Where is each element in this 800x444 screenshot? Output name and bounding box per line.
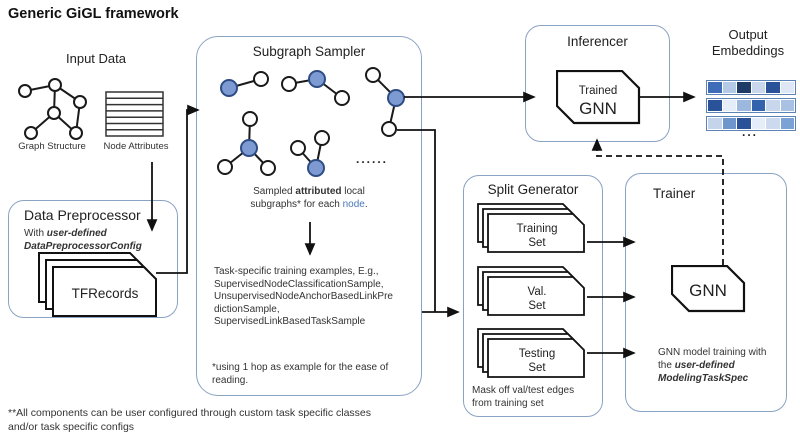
embedding-cell bbox=[737, 118, 751, 129]
example-line: dictionSample, bbox=[214, 303, 280, 315]
embedding-cell bbox=[722, 100, 736, 111]
trained-label: Trained bbox=[579, 85, 618, 97]
trainer-desc-the: the bbox=[658, 360, 675, 371]
embedding-row bbox=[706, 116, 796, 131]
trainer-description: GNN model training with the user-defined… bbox=[658, 346, 766, 385]
preprocessor-user-defined: user-defined bbox=[46, 228, 107, 239]
val-set-label2: Set bbox=[528, 300, 546, 312]
output-title-line1: Output bbox=[728, 27, 768, 42]
trainer-title: Trainer bbox=[653, 186, 696, 201]
preprocessor-config-name: DataPreprocessorConfig bbox=[24, 240, 142, 252]
caption-bold: attributed bbox=[295, 186, 342, 197]
trainer-modeling-task-spec: ModelingTaskSpec bbox=[658, 373, 749, 384]
card-front bbox=[52, 266, 157, 317]
embedding-cell bbox=[751, 100, 765, 111]
trainer-desc-line2: the user-defined bbox=[658, 359, 766, 372]
output-ellipsis: ... bbox=[741, 125, 758, 139]
split-caption-line2: from training set bbox=[472, 397, 544, 409]
example-line: SupervisedNodeClassificationSample, bbox=[214, 278, 384, 290]
input-data-title: Input Data bbox=[66, 51, 126, 66]
sampler-footnote-line1: *using 1 hop as example for the ease of bbox=[212, 362, 389, 373]
trained-gnn-label: GNN bbox=[579, 99, 617, 118]
sampler-footnote: *using 1 hop as example for the ease of … bbox=[212, 362, 388, 387]
subgraph-sampler-box bbox=[196, 36, 422, 396]
testing-set-stack: Testing Set bbox=[477, 328, 585, 378]
split-caption-line1: Mask off val/test edges bbox=[472, 385, 575, 396]
gnn-label: GNN bbox=[689, 281, 727, 300]
output-embeddings-title: Output Embeddings bbox=[700, 27, 796, 59]
caption-pre: Sampled bbox=[253, 186, 296, 197]
embedding-cell bbox=[737, 100, 751, 111]
embedding-cell bbox=[766, 118, 780, 129]
data-preprocessor-title: Data Preprocessor bbox=[24, 207, 141, 223]
footnote-line2: and/or task specific configs bbox=[8, 421, 135, 433]
sampler-ellipsis: ...... bbox=[356, 152, 389, 166]
training-set-stack: Training Set bbox=[477, 203, 585, 253]
embedding-cell bbox=[780, 82, 794, 93]
embedding-cell bbox=[766, 82, 780, 93]
inferencer-title: Inferencer bbox=[567, 34, 628, 49]
testing-set-label1: Testing bbox=[519, 348, 555, 360]
card-front bbox=[487, 276, 585, 316]
card-front bbox=[487, 213, 585, 253]
embedding-cell bbox=[722, 82, 736, 93]
embedding-cell bbox=[708, 118, 722, 129]
embedding-cell bbox=[751, 118, 765, 129]
card-front bbox=[487, 338, 585, 378]
val-set-label1: Val. bbox=[528, 286, 547, 298]
sampler-caption: Sampled attributed local subgraphs* for … bbox=[218, 186, 400, 211]
trainer-user-defined: user-defined bbox=[674, 360, 735, 371]
caption-line2: subgraphs* for each bbox=[250, 198, 343, 210]
sampler-footnote-line2: reading. bbox=[212, 374, 249, 386]
graph-structure-label: Graph Structure bbox=[18, 141, 86, 152]
example-line: SupervisedLinkBasedTaskSample bbox=[214, 316, 366, 327]
split-caption: Mask off val/test edges from training se… bbox=[472, 385, 574, 410]
preprocessor-with: With bbox=[24, 228, 47, 239]
embedding-cell bbox=[722, 118, 736, 129]
training-set-label1: Training bbox=[516, 223, 557, 235]
tfrecords-card-stack: TFRecords bbox=[38, 252, 157, 317]
testing-set-label2: Set bbox=[528, 362, 546, 374]
split-generator-title: Split Generator bbox=[487, 182, 579, 197]
embedding-cell bbox=[737, 82, 751, 93]
subgraph-sampler-title: Subgraph Sampler bbox=[252, 44, 366, 59]
trainer-desc-line1: GNN model training with bbox=[658, 347, 767, 358]
val-set-stack: Val. Set bbox=[477, 266, 585, 316]
page-footnote: **All components can be user configured … bbox=[8, 406, 371, 434]
caption-post: local bbox=[341, 186, 365, 197]
example-line: UnsupervisedNodeAnchorBasedLinkPre bbox=[214, 291, 393, 302]
embedding-row bbox=[706, 80, 796, 95]
output-title-line2: Embeddings bbox=[711, 43, 785, 58]
embedding-cell bbox=[751, 82, 765, 93]
embedding-cell bbox=[780, 100, 794, 111]
embedding-row bbox=[706, 98, 796, 113]
embedding-cell bbox=[766, 100, 780, 111]
trained-gnn-chip: Trained GNN bbox=[556, 70, 641, 125]
tfrecords-label: TFRecords bbox=[72, 286, 139, 301]
chip-shape bbox=[556, 70, 641, 125]
embedding-cell bbox=[708, 82, 722, 93]
training-set-label2: Set bbox=[528, 237, 546, 249]
embedding-cell bbox=[780, 118, 794, 129]
node-attributes-label: Node Attributes bbox=[103, 141, 169, 152]
footnote-line1: **All components can be user configured … bbox=[8, 407, 372, 419]
preprocessor-description: With user-defined DataPreprocessorConfig bbox=[24, 228, 142, 253]
example-line: Task-specific training examples, E.g., bbox=[214, 266, 379, 277]
caption-node-link: node bbox=[342, 198, 365, 210]
node-attributes-table bbox=[105, 91, 164, 137]
input-graph bbox=[18, 78, 87, 140]
page-title: Generic GiGL framework bbox=[8, 6, 179, 22]
chip-shape bbox=[671, 265, 746, 313]
sampler-examples: Task-specific training examples, E.g., S… bbox=[214, 266, 393, 329]
gnn-chip: GNN bbox=[671, 265, 746, 313]
embedding-cell bbox=[708, 100, 722, 111]
caption-period: . bbox=[364, 198, 368, 210]
